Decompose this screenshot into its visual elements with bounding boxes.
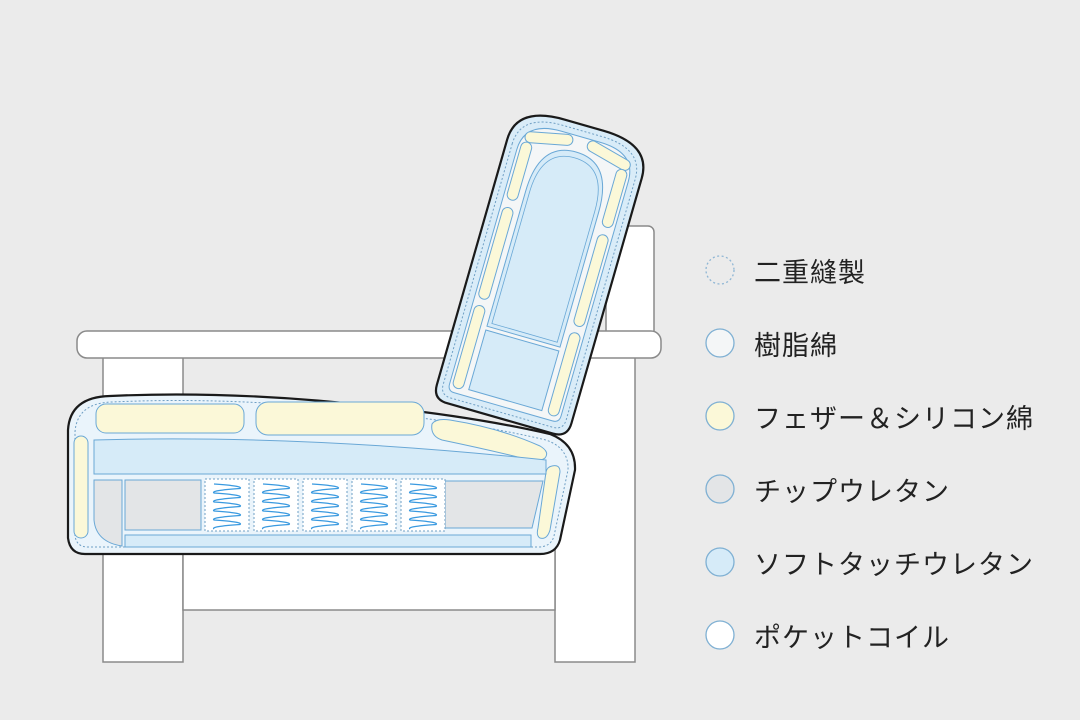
- seat-cushion-stitch: [74, 400, 569, 548]
- seat-soft-urethane-band: [93, 438, 547, 475]
- pocket-coil-spring: [408, 483, 438, 530]
- back-feather-strips: [452, 131, 631, 417]
- pocket-coil-pocket: [400, 478, 446, 532]
- legend-swatch-icon: [705, 328, 735, 358]
- back-soft-urethane-core: [486, 149, 604, 348]
- pocket-coil-spring: [310, 483, 340, 530]
- seat-chip-urethane: [93, 479, 544, 547]
- legend-swatch-icon: [705, 474, 735, 504]
- pocket-coil-pocket: [302, 478, 348, 532]
- legend-item-double-stitch: 二重縫製: [704, 250, 866, 290]
- legend-item-chip-urethane: チップウレタン: [704, 469, 950, 509]
- legend-label: 二重縫製: [754, 257, 866, 289]
- legend-label: ポケットコイル: [754, 622, 950, 654]
- pocket-coil-spring: [212, 483, 242, 530]
- back-cushion-stitch: [442, 121, 638, 429]
- back-lower-block: [468, 329, 560, 412]
- legend-swatch-icon: [705, 401, 735, 431]
- pocket-coil-block: [204, 478, 446, 532]
- legend-item-soft-touch-urethane: ソフトタッチウレタン: [704, 542, 1034, 582]
- pocket-coil-pocket: [253, 478, 299, 532]
- back-cushion: [434, 114, 645, 436]
- back-soft-urethane-inner: [491, 155, 599, 343]
- seat-cushion: [66, 393, 577, 556]
- legend-item-feather-silicone: フェザー＆シリコン綿: [704, 396, 1034, 436]
- legend-swatch-icon: [705, 620, 735, 650]
- pocket-coil-pocket: [204, 478, 250, 532]
- seat-bottom-band: [124, 534, 532, 548]
- pocket-coil-spring: [359, 483, 389, 530]
- legend-item-pocket-coil: ポケットコイル: [704, 615, 950, 655]
- legend-swatch-icon: [705, 255, 735, 285]
- legend-label: フェザー＆シリコン綿: [754, 403, 1034, 435]
- legend-label: ソフトタッチウレタン: [754, 549, 1034, 581]
- legend-item-resin-cotton: 樹脂綿: [704, 323, 838, 363]
- legend-label: チップウレタン: [754, 476, 950, 508]
- legend-label: 樹脂綿: [754, 330, 838, 362]
- seat-feather-strips: [73, 401, 561, 539]
- legend-swatch-icon: [705, 547, 735, 577]
- pocket-coil-pocket: [351, 478, 397, 532]
- pocket-coil-spring: [261, 483, 291, 530]
- lower-rail: [182, 544, 556, 611]
